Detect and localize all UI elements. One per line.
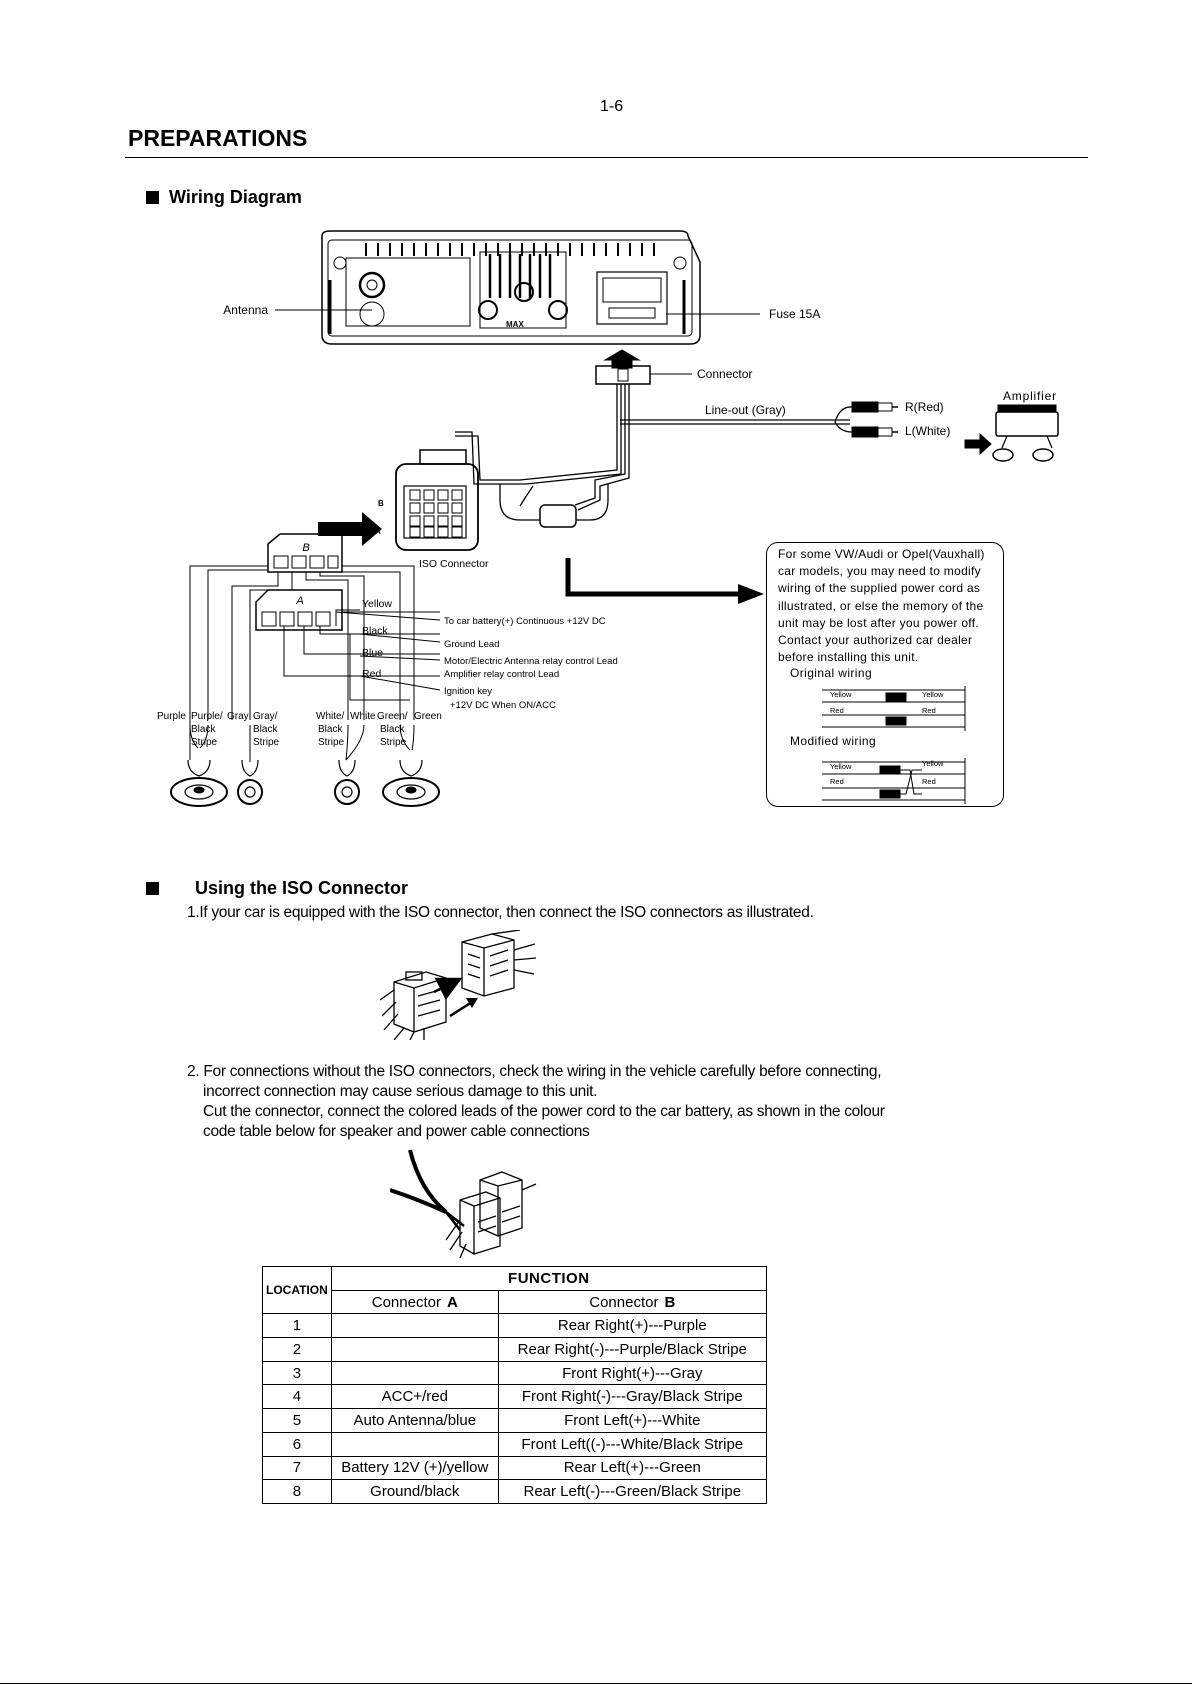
gray-black-label-3: Stripe [253,737,280,748]
purple-label: Purple [157,711,186,722]
note-text: For some VW/Audi or Opel(Vauxhall) car m… [778,547,985,665]
b-block-letter: B [302,542,309,554]
unit-marking: MAX [506,320,524,329]
arrow-to-iso-icon [318,512,382,546]
mod-red-right: Red [922,777,936,786]
green-black-label-2: Black [380,724,405,735]
line-out-label: Line-out (Gray) [705,403,786,417]
vw-audi-note-box: For some VW/Audi or Opel(Vauxhall) car m… [766,542,1004,807]
wire-cutter-illustration [390,1150,537,1259]
original-wiring-label: Original wiring [790,666,872,680]
ferrite-core [539,504,577,528]
white-black-label-1: White/ [316,711,345,722]
bullet-square-icon-2 [146,882,159,895]
page-title: PREPARATIONS [128,125,308,151]
iso-connector-label: ISO Connector [419,558,489,570]
motor-antenna-desc: Motor/Electric Antenna relay control Lea… [444,656,618,667]
white-black-label-3: Stripe [318,737,345,748]
original-wiring-drawing [822,686,966,731]
connector-label: Connector [697,367,752,381]
table-header-row: LOCATION FUNCTION [262,1265,767,1315]
green-black-label-1: Green/ [377,711,408,722]
wiring-heading-text: Wiring Diagram [169,187,302,207]
function-header: FUNCTION [330,1266,767,1291]
purple-black-label-3: Stripe [191,737,218,748]
orig-red-left: Red [830,706,844,715]
mod-yellow-left: Yellow [830,762,852,771]
white-label: White [350,711,376,722]
conn-b-marker: B [378,499,384,508]
title-rule [125,157,1088,158]
amplifier-label: Amplifier [1003,389,1057,403]
orig-yellow-left: Yellow [830,690,852,699]
antenna-label: Antenna [223,303,268,317]
ground-desc: Ground Lead [444,639,499,650]
modified-wiring-drawing [822,758,966,804]
step-2-line-1: 2. For connections without the ISO conne… [187,1063,882,1080]
amplifier-icon [964,404,1059,462]
a-block-letter: A [295,595,303,607]
rca-plugs [834,401,898,438]
wire-black-label: Black [362,625,388,637]
connector-b-block [267,533,343,573]
arrow-to-note-icon [565,558,740,597]
amp-relay-desc: Amplifier relay control Lead [444,669,559,680]
purple-black-label-1: Purple/ [191,711,223,722]
speaker-icons [170,759,440,807]
gray-black-label-2: Black [253,724,278,735]
connector-plug [595,349,651,385]
green-label: Green [414,711,442,722]
wiring-diagram: MAX Antenna Fuse 15A Connector Line-out … [157,230,1059,807]
orig-red-right: Red [922,706,936,715]
page-number: 1-6 [600,98,624,115]
white-black-label-2: Black [318,724,343,735]
gray-black-label-1: Gray/ [253,711,278,722]
bottom-edge-rule [0,1683,1192,1684]
orig-yellow-right: Yellow [922,690,944,699]
fuse-label: Fuse 15A [769,307,820,321]
section-heading-wiring: Wiring Diagram [146,187,302,208]
step-2-line-3: Cut the connector, connect the colored l… [203,1103,885,1120]
purple-black-label-2: Black [191,724,216,735]
head-unit-rear [321,230,701,345]
step-2-line-4: code table below for speaker and power c… [203,1123,590,1140]
mod-red-left: Red [830,777,844,786]
bullet-square-icon [146,191,159,204]
modified-wiring-label: Modified wiring [790,734,876,748]
l-white-label: L(White) [905,424,950,438]
section-heading-iso: Using the ISO Connector [146,878,408,899]
iso-connector-main [395,449,479,551]
ignition-desc: Ignition key [444,686,492,697]
ignition-12v-desc: +12V DC When ON/ACC [450,700,556,711]
iso-heading-text: Using the ISO Connector [195,878,409,898]
battery-desc: To car battery(+) Continuous +12V DC [444,616,606,627]
r-red-label: R(Red) [905,400,944,414]
gray-label: Gray [227,711,249,722]
step-2-line-2: incorrect connection may cause serious d… [203,1083,598,1100]
mod-yellow-right: Yellow [922,759,944,768]
wire-yellow-label: Yellow [362,598,392,610]
step-1-text: 1.If your car is equipped with the ISO c… [187,904,814,921]
location-header: LOCATION [262,1265,332,1315]
iso-connect-illustration [380,930,537,1040]
green-black-label-3: Stripe [380,737,407,748]
